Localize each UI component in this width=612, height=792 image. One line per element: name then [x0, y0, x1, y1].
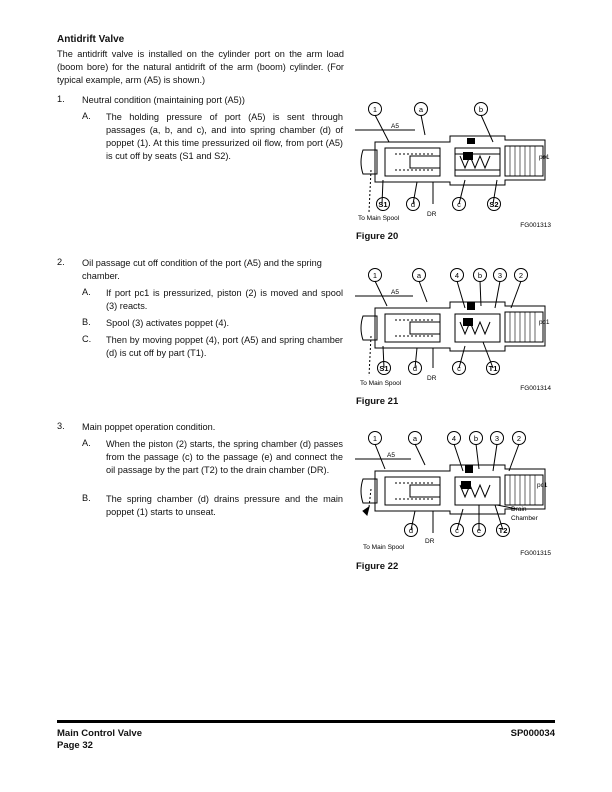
callout-label: d [411, 200, 415, 209]
svg-text:d: d [413, 364, 417, 373]
step-item-text: Then by moving poppet (4), port (A5) and… [106, 335, 343, 358]
step-item-text: Spool (3) activates poppet (4). [106, 318, 230, 328]
svg-text:d: d [409, 526, 413, 535]
svg-text:b: b [478, 271, 482, 280]
callout-label: c [457, 200, 461, 209]
callout-label: S2 [489, 200, 498, 209]
figure-caption: Figure 22 [356, 561, 399, 572]
svg-text:DR: DR [425, 538, 435, 545]
svg-text:a: a [413, 434, 418, 443]
step-item-text: The spring chamber (d) drains pressure a… [106, 494, 343, 517]
svg-text:Drain: Drain [511, 506, 527, 513]
step-number: 2. [57, 257, 65, 267]
step-item-letter: B. [82, 493, 91, 503]
footer-left: Main Control Valve Page 32 [57, 728, 142, 752]
step-item-letter: B. [82, 317, 91, 327]
dr-label: DR [427, 211, 437, 218]
footer-page-number: Page 32 [57, 740, 93, 751]
step-item-letter: A. [82, 287, 91, 297]
svg-text:FG001315: FG001315 [520, 550, 551, 557]
svg-text:A5: A5 [387, 452, 395, 459]
svg-text:To Main Spool: To Main Spool [360, 380, 402, 387]
step-item-text: The holding pressure of port (A5) is sen… [106, 112, 343, 161]
step-number: 3. [57, 421, 65, 431]
callout-circle [406, 197, 420, 211]
callout-label: S1 [378, 200, 387, 209]
footer-rule [57, 720, 555, 723]
step-title: Main poppet operation condition. [82, 422, 216, 432]
svg-text:To Main Spool: To Main Spool [363, 544, 405, 551]
svg-text:2: 2 [519, 271, 523, 280]
callout-circle [452, 197, 466, 211]
step-number: 1. [57, 94, 65, 104]
svg-text:S1: S1 [379, 364, 388, 373]
svg-text:A5: A5 [391, 289, 399, 296]
step-title: Neutral condition (maintaining port (A5)… [82, 95, 245, 105]
callout-label: 1 [373, 105, 377, 114]
step-item-text: When the piston (2) starts, the spring c… [106, 439, 343, 475]
svg-text:3: 3 [495, 434, 499, 443]
footer-section-title: Main Control Valve [57, 728, 142, 739]
svg-text:FG001314: FG001314 [520, 385, 551, 392]
spool-label: To Main Spool [358, 215, 400, 222]
svg-text:T1: T1 [489, 364, 498, 373]
step-title: Oil passage cut off condition of the por… [82, 258, 322, 281]
svg-text:4: 4 [452, 434, 456, 443]
svg-text:2: 2 [517, 434, 521, 443]
svg-text:c: c [457, 364, 461, 373]
svg-text:4: 4 [455, 271, 459, 280]
footer-doc-id: SP000034 [510, 728, 555, 739]
svg-text:e: e [477, 526, 481, 535]
figure-caption: Figure 20 [356, 231, 399, 242]
intro-paragraph: The antidrift valve is installed on the … [57, 49, 344, 85]
step-item-letter: C. [82, 334, 92, 344]
callout-label: a [419, 105, 424, 114]
svg-text:a: a [417, 271, 422, 280]
svg-text:1: 1 [373, 271, 377, 280]
svg-text:1: 1 [373, 434, 377, 443]
callout-label: b [479, 105, 483, 114]
figure-21-diagram: 1 a 4 b 3 2 S1 d c T1 A5 pc1 DR To Main … [355, 266, 555, 394]
svg-text:c: c [455, 526, 459, 535]
figure-20-diagram: 1 a b S1 d c S2 A5 pc1 DR To Main Spool … [355, 100, 555, 230]
callout-circle [376, 197, 390, 211]
step-item-letter: A. [82, 438, 91, 448]
svg-text:DR: DR [427, 375, 437, 382]
svg-text:3: 3 [498, 271, 502, 280]
svg-text:b: b [474, 434, 478, 443]
figure-code: FG001313 [520, 222, 551, 229]
svg-text:pc1: pc1 [539, 319, 550, 326]
step-item-text: If port pc1 is pressurized, piston (2) i… [106, 288, 343, 311]
figure-caption: Figure 21 [356, 396, 399, 407]
svg-text:T2: T2 [499, 526, 508, 535]
svg-text:Chamber: Chamber [511, 515, 539, 522]
section-heading: Antidrift Valve [57, 34, 125, 45]
svg-text:pc1: pc1 [537, 482, 548, 489]
port-label: A5 [391, 123, 399, 130]
step-item-letter: A. [82, 111, 91, 121]
figure-22-diagram: 1 a 4 b 3 2 d c e T2 A5 pc1 Drain Chambe… [355, 429, 555, 559]
pc-label: pc1 [539, 154, 550, 161]
callout-circle [487, 197, 501, 211]
